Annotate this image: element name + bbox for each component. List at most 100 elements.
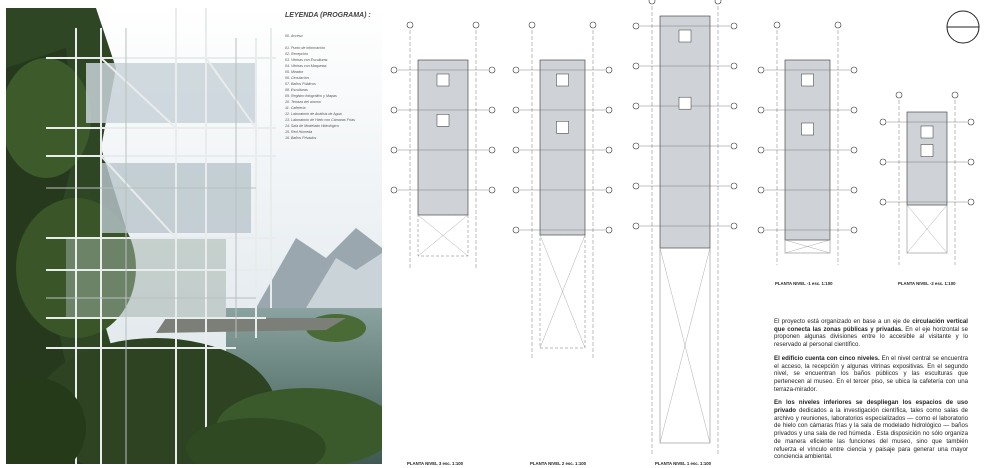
legend-item: 09. Registro fotográfico y Mapas	[285, 94, 337, 98]
legend-item: 11. Cafetería	[285, 106, 306, 110]
legend-item: 00. Acceso	[285, 34, 303, 38]
plan-1-grid-bubble	[632, 222, 640, 230]
plan-1-grid-bubble	[632, 102, 640, 110]
plan-2-grid-bubble	[605, 186, 613, 194]
legend-item: 02. Recepción	[285, 52, 308, 56]
legend-item: 01. Punto de información	[285, 46, 325, 50]
plan-2-slab	[539, 59, 586, 236]
legend-item: 05. Mirador	[285, 70, 304, 74]
plan-1-grid-bubble	[632, 22, 640, 30]
plan-minus-2-brace	[906, 204, 948, 254]
plan-3-grid-bubble	[488, 66, 496, 74]
plan-2-frame	[539, 234, 586, 349]
plan-2-grid-bubble	[605, 226, 613, 234]
legend-item: 07. Baños Públicos	[285, 82, 316, 86]
plan-1-grid-bubble	[730, 222, 738, 230]
plan-minus-1-grid-bubble	[850, 66, 858, 74]
legend-item: 14. Sala de Modelado Hidrológico	[285, 124, 339, 128]
plan-minus-2-stair-core	[920, 144, 934, 157]
north-arrow-icon	[946, 10, 980, 44]
plan-1-brace	[659, 247, 711, 444]
plan-2-grid-bubble	[605, 66, 613, 74]
plan-1-grid-bubble	[730, 62, 738, 70]
plan-3-axis-bubble	[406, 21, 414, 29]
plan-minus-1-grid-bubble	[757, 106, 765, 114]
plan-3-grid-bubble	[488, 106, 496, 114]
caption-plan-2: PLANTA NIVEL 2 esc. 1:100	[530, 461, 587, 466]
plan-2-grid-bubble	[512, 146, 520, 154]
plan-minus-1-brace	[784, 239, 831, 254]
plan-2-stair-core	[556, 121, 569, 134]
plan-minus-1-grid-bubble	[850, 226, 858, 234]
plan-3-grid-bubble	[488, 186, 496, 194]
plan-1-grid-bubble	[730, 22, 738, 30]
plan-minus-2-grid-bubble	[967, 118, 975, 126]
legend-item: 03. Vitrinas con Esculturas	[285, 58, 328, 62]
plan-minus-2-axis-bubble	[895, 91, 903, 99]
plan-1-grid-bubble	[730, 102, 738, 110]
plan-minus-1-axis-bubble	[773, 21, 781, 29]
legend-item: 08. Esculturas	[285, 88, 308, 92]
plan-2-axis-bubble	[589, 21, 597, 29]
plan-minus-1-room	[801, 73, 814, 87]
plan-3-grid-bubble	[390, 186, 398, 194]
plan-minus-2-grid-bubble	[879, 118, 887, 126]
plan-1-axis-bubble	[648, 0, 656, 5]
plan-minus-2-grid-bubble	[967, 158, 975, 166]
plan-2-grid-bubble	[512, 186, 520, 194]
plan-1-grid-bubble	[632, 62, 640, 70]
plan-minus-1-axis-bubble	[834, 21, 842, 29]
plan-3-grid-bubble	[390, 106, 398, 114]
plan-2-room	[556, 73, 569, 87]
plan-2-axis-bubble	[528, 21, 536, 29]
legend: LEYENDA (PROGRAMA) : 00. Acceso 01. Punt…	[285, 12, 395, 141]
caption-plan-minus-1: PLANTA NIVEL -1 esc. 1:100	[775, 281, 833, 286]
description-paragraph-2: El edificio cuenta con cinco niveles. En…	[774, 354, 968, 393]
plan-minus-1-grid-bubble	[757, 226, 765, 234]
legend-item: 04. Vitrinas con Maquetas	[285, 64, 327, 68]
plan-1-room	[678, 29, 692, 43]
plan-minus-1-grid-bubble	[757, 186, 765, 194]
legend-item: 16. Baños Privados	[285, 136, 317, 140]
plan-3-brace	[417, 214, 469, 257]
plan-1-frame	[659, 247, 711, 444]
plan-1-grid-bubble	[730, 142, 738, 150]
plan-2-grid-bubble	[605, 146, 613, 154]
caption-plan-3: PLANTA NIVEL 3 esc. 1:100	[407, 461, 464, 466]
plan-2-grid-bubble	[512, 66, 520, 74]
plan-minus-1-grid-bubble	[757, 146, 765, 154]
plan-minus-1-grid-bubble	[850, 106, 858, 114]
plan-minus-2-grid-bubble	[879, 198, 887, 206]
plan-2-grid-bubble	[512, 106, 520, 114]
plan-minus-1-grid-bubble	[850, 186, 858, 194]
legend-item: 10. Terraza del anomo	[285, 100, 321, 104]
plan-3-frame	[417, 214, 469, 257]
plan-3-stair-core	[436, 114, 450, 127]
plan-2-grid-bubble	[512, 226, 520, 234]
legend-item: 15. Red Húmeda	[285, 130, 313, 134]
architecture-render	[6, 8, 382, 464]
plan-minus-1-grid-bubble	[850, 146, 858, 154]
plan-3-grid-bubble	[488, 146, 496, 154]
description-paragraph-3: En los niveles inferiores se despliegan …	[774, 399, 968, 461]
plan-1-axis-bubble	[714, 0, 722, 5]
caption-plan-1: PLANTA NIVEL 1 esc. 1:100	[655, 461, 712, 466]
plan-3-room	[436, 73, 450, 87]
plan-minus-1-grid-bubble	[757, 66, 765, 74]
plan-2-grid-bubble	[605, 106, 613, 114]
caption-plan-minus-2: PLANTA NIVEL -2 esc. 1:100	[898, 281, 956, 286]
description-paragraph-1: El proyecto está organizado en base a un…	[774, 318, 968, 349]
legend-title: LEYENDA (PROGRAMA) :	[285, 12, 371, 19]
plan-1-slab	[659, 15, 711, 249]
plan-minus-2-room	[920, 125, 934, 139]
plan-1-grid-bubble	[632, 182, 640, 190]
plan-3-grid-bubble	[390, 146, 398, 154]
plan-3-axis-bubble	[472, 21, 480, 29]
legend-item: 13. Laboratorio de Hielo con Cámaras Frí…	[285, 118, 355, 122]
render-illustration	[6, 8, 382, 464]
plan-3-grid-bubble	[390, 66, 398, 74]
description-text: El proyecto está organizado en base a un…	[774, 318, 968, 467]
legend-item: 12. Laboratorio de Análisis de Agua	[285, 112, 342, 116]
plan-minus-2-grid-bubble	[967, 198, 975, 206]
